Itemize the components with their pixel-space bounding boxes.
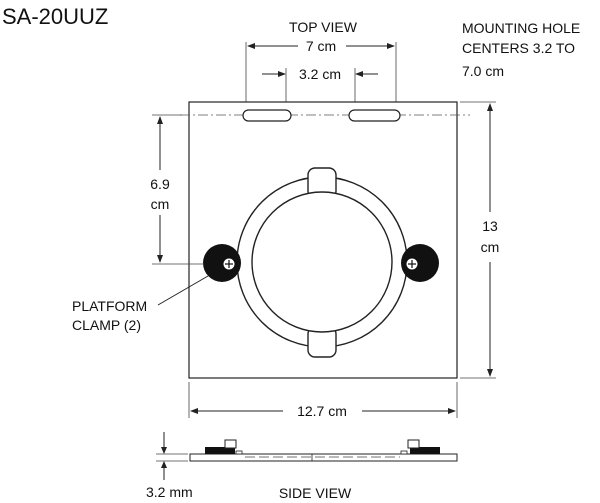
width-text: 12.7 cm [297,403,347,419]
offset-vertical-dimension: 6.9 cm [150,114,204,265]
platform-clamp-right [401,244,439,282]
clamp-label-line-1: PLATFORM [72,298,147,314]
mounting-slot-right [348,109,401,122]
offset-vertical-unit: cm [151,196,170,212]
height-dimension: 13 cm [460,101,500,379]
clamp-label-line-2: CLAMP (2) [72,317,141,333]
side-view-label: SIDE VIEW [279,485,352,501]
hole-span-outer-dimension: 7 cm [245,38,397,112]
center-ring [236,167,408,358]
thickness-dimension: 3.2 mm [146,432,193,500]
top-view-label: TOP VIEW [289,19,358,35]
height-value: 13 [482,218,498,234]
clamp-leader-line [157,275,209,306]
hole-span-inner-text: 3.2 cm [299,66,341,82]
mounting-note-line-2: CENTERS 3.2 TO [462,40,575,56]
hole-span-outer-text: 7 cm [306,38,336,54]
hole-span-inner-dimension: 3.2 cm [262,66,378,112]
mounting-note-line-1: MOUNTING HOLE [462,20,580,36]
platform-clamp-left [203,244,241,282]
width-dimension: 12.7 cm [188,382,458,419]
mounting-slot-left [242,109,292,122]
offset-vertical-value: 6.9 [150,176,170,192]
height-unit: cm [481,239,500,255]
side-view-drawing [189,439,458,462]
mounting-note-line-3: 7.0 cm [462,63,504,79]
model-title: SA-20UUZ [2,4,108,29]
thickness-text: 3.2 mm [146,484,193,500]
